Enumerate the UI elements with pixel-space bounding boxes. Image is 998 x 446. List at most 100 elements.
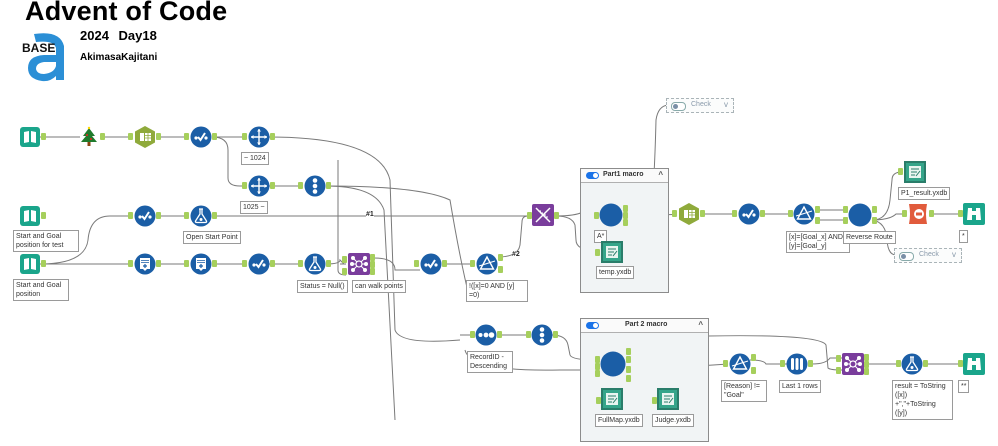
output-anchor[interactable] [626, 356, 631, 363]
output-anchor[interactable] [442, 260, 447, 267]
formula-tool[interactable] [901, 353, 923, 375]
output-anchor[interactable] [700, 210, 705, 217]
input-data-tool[interactable] [19, 205, 41, 227]
input-anchor-c[interactable] [595, 370, 600, 377]
output-anchor[interactable] [872, 217, 877, 224]
input-anchor-left[interactable] [836, 355, 841, 362]
input-anchor[interactable] [184, 260, 189, 267]
filter-tool[interactable] [729, 353, 751, 375]
toggle-switch[interactable] [586, 172, 599, 179]
input-anchor-left[interactable] [342, 256, 347, 263]
output-data-tool[interactable] [657, 388, 679, 410]
output-anchor[interactable] [212, 133, 217, 140]
output-anchor[interactable] [923, 360, 928, 367]
record-id-tool[interactable] [531, 324, 553, 346]
output-anchor-join[interactable] [864, 361, 869, 368]
input-anchor[interactable] [732, 210, 737, 217]
container-header[interactable]: Part1 macro ^ [581, 169, 668, 183]
output-data-tool[interactable] [601, 388, 623, 410]
input-anchor[interactable] [595, 249, 600, 256]
container-check-top[interactable]: Check v [666, 98, 734, 113]
output-anchor[interactable] [626, 366, 631, 373]
select-tool[interactable] [134, 205, 156, 227]
output-anchor[interactable] [929, 210, 934, 217]
join-tool[interactable] [348, 253, 370, 275]
count-records-tool[interactable] [907, 203, 929, 225]
output-anchor[interactable] [212, 260, 217, 267]
output-anchor-left[interactable] [370, 254, 375, 261]
output-anchor[interactable] [626, 375, 631, 382]
input-anchor[interactable] [128, 212, 133, 219]
container-check-bottom[interactable]: Check v [894, 248, 962, 263]
input-anchor[interactable] [780, 360, 785, 367]
output-anchor[interactable] [212, 212, 217, 219]
output-anchor-false[interactable] [498, 266, 503, 273]
union-tool[interactable] [532, 204, 554, 226]
output-data-tool[interactable] [601, 241, 623, 263]
output-anchor[interactable] [760, 210, 765, 217]
output-anchor[interactable] [41, 212, 46, 219]
expand-icon[interactable]: v [952, 250, 956, 259]
input-anchor[interactable] [843, 217, 848, 224]
select-tool[interactable] [190, 126, 212, 148]
output-anchor[interactable] [156, 133, 161, 140]
input-anchor[interactable] [242, 133, 247, 140]
output-anchor[interactable] [553, 331, 558, 338]
input-anchor[interactable] [526, 331, 531, 338]
input-anchor[interactable] [184, 133, 189, 140]
output-anchor[interactable] [100, 133, 105, 140]
output-anchor-true[interactable] [751, 354, 756, 361]
input-anchor[interactable] [184, 212, 189, 219]
input-anchor[interactable] [470, 331, 475, 338]
select-tool[interactable] [420, 253, 442, 275]
output-anchor-false[interactable] [751, 367, 756, 374]
output-anchor-true[interactable] [498, 254, 503, 261]
output-anchor[interactable] [623, 219, 628, 226]
text-to-columns-tool[interactable] [134, 126, 156, 148]
input-anchor[interactable] [723, 360, 728, 367]
select-tool[interactable] [248, 253, 270, 275]
input-anchor[interactable] [958, 210, 963, 217]
formula-tool[interactable] [190, 205, 212, 227]
output-anchor[interactable] [326, 182, 331, 189]
christmas-tree-tool[interactable] [78, 126, 100, 148]
browse-tool[interactable] [963, 203, 985, 225]
record-id-tool[interactable] [475, 324, 497, 346]
input-anchor[interactable] [596, 397, 601, 404]
part2-macro-tool[interactable] [600, 351, 626, 377]
collapse-icon[interactable]: ^ [658, 170, 663, 179]
sample-tool[interactable] [248, 126, 270, 148]
astar-macro-tool[interactable] [599, 203, 623, 227]
input-anchor-a[interactable] [595, 356, 600, 363]
input-anchor[interactable] [298, 260, 303, 267]
sample-last-tool[interactable] [786, 353, 808, 375]
output-anchor[interactable] [270, 260, 275, 267]
formula-tool[interactable] [304, 253, 326, 275]
input-anchor[interactable] [414, 260, 419, 267]
reverse-route-macro-tool[interactable] [848, 203, 872, 227]
output-anchor[interactable] [156, 212, 161, 219]
output-anchor-false[interactable] [815, 217, 820, 224]
sample-tool[interactable] [248, 175, 270, 197]
output-anchor[interactable] [872, 206, 877, 213]
output-anchor[interactable] [554, 212, 559, 219]
output-anchor[interactable] [270, 182, 275, 189]
input-anchor[interactable] [298, 182, 303, 189]
select-tool[interactable] [738, 203, 760, 225]
input-anchor[interactable] [594, 212, 599, 219]
output-anchor[interactable] [41, 133, 46, 140]
output-anchor[interactable] [626, 348, 631, 355]
toggle-switch[interactable] [899, 252, 914, 261]
output-anchor-join[interactable] [370, 261, 375, 268]
output-anchor[interactable] [623, 212, 628, 219]
input-anchor[interactable] [242, 182, 247, 189]
collapse-icon[interactable]: ^ [698, 320, 703, 329]
input-anchor[interactable] [128, 133, 133, 140]
input-anchor[interactable] [470, 260, 475, 267]
output-data-tool[interactable] [904, 161, 926, 183]
input-anchor[interactable] [128, 260, 133, 267]
filter-tool[interactable] [793, 203, 815, 225]
output-anchor-right[interactable] [370, 268, 375, 275]
toggle-switch[interactable] [671, 102, 686, 111]
input-anchor[interactable] [527, 212, 532, 219]
